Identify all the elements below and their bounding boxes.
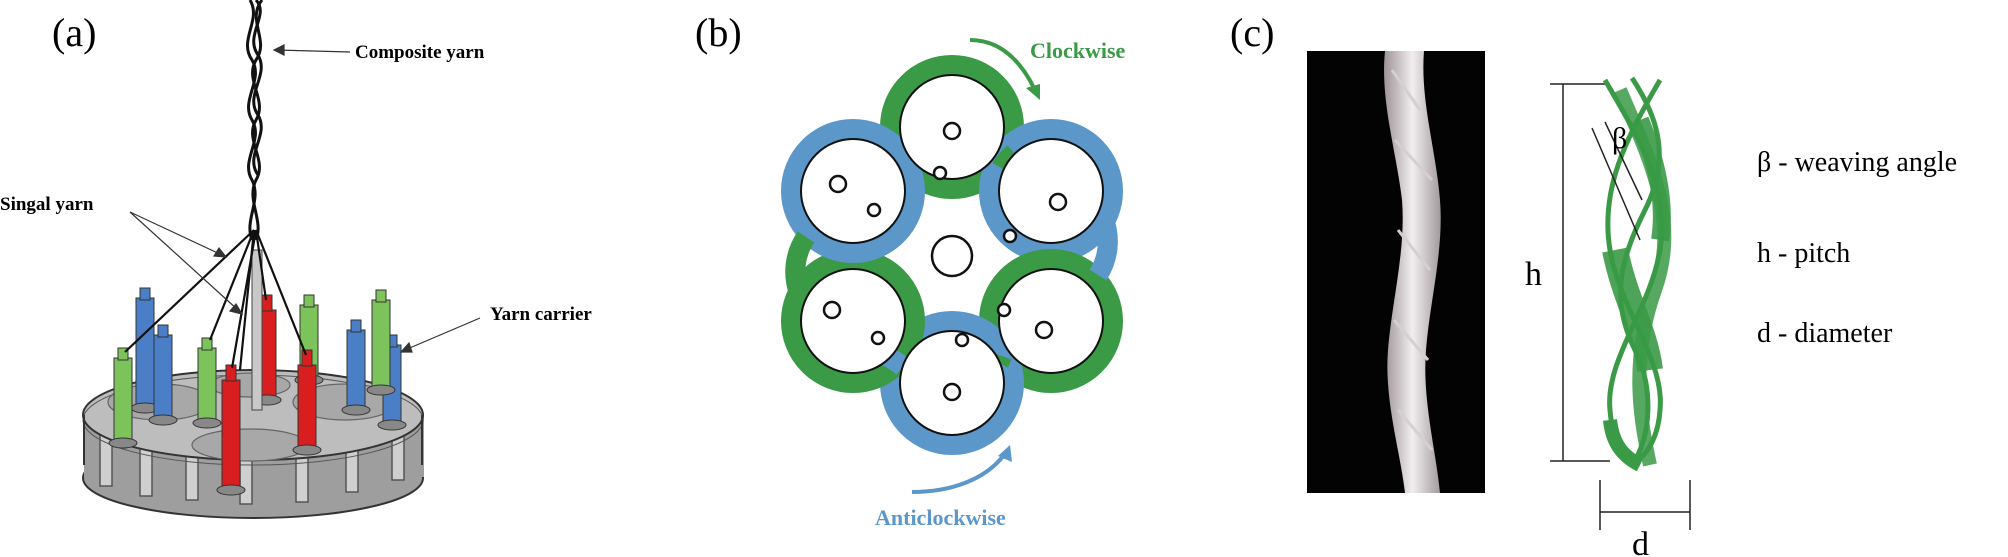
panel-label-c: (c) [1230,10,1274,55]
carrier-green [366,289,396,396]
carrier-rotation-schematic: (b) [695,10,1126,530]
clockwise-arrow [969,38,1040,100]
carrier-green [192,337,222,429]
panel-a: (a) [0,0,680,557]
yarn-carrier-label: Yarn carrier [490,304,592,325]
central-rod [251,249,263,411]
weaving-angle-lines [1591,121,1643,241]
anticlockwise-label: Anticlockwise [875,505,1006,530]
carrier-red [292,349,322,456]
annotation-arrows [129,44,481,353]
ring-inner-outlines [800,74,1104,436]
carrier-blue [341,319,371,416]
carrier-blue [148,324,178,426]
anticlockwise-arrow [911,445,1012,494]
braiding-machine-illustration: (a) [0,0,592,519]
panel-b: (b) [680,0,1200,557]
panel-c: (c) h β [1200,0,2008,557]
pitch-dimension [1550,83,1610,462]
clockwise-label: Clockwise [1030,38,1126,63]
panel-label-b: (b) [695,10,742,55]
pitch-label: h [1525,256,1542,293]
single-yarn-label: Singal yarn [0,194,94,215]
carrier-green [108,347,138,449]
legend-item: h - pitch [1757,238,1850,269]
center-hole [930,234,974,278]
panel-label-a: (a) [52,10,96,55]
carrier-red [216,364,246,496]
yarn-carriers [108,287,407,496]
single-yarns [124,229,308,371]
carrier-holes [822,121,1068,402]
yarn-photo [1307,51,1485,493]
composite-yarn [245,0,264,241]
composite-yarn-label: Composite yarn [355,42,485,63]
legend: β - weaving angle h - pitch d - diameter [1757,147,1957,349]
legend-item: β - weaving angle [1757,147,1957,178]
platform [82,369,424,519]
diameter-dimension [1599,480,1691,530]
legend-item: d - diameter [1757,318,1893,349]
braided-yarn-model [1602,76,1672,472]
diameter-label: d [1632,526,1649,557]
yarn-geometry: (c) h β [1230,10,1957,557]
beta-label: β [1612,122,1627,155]
